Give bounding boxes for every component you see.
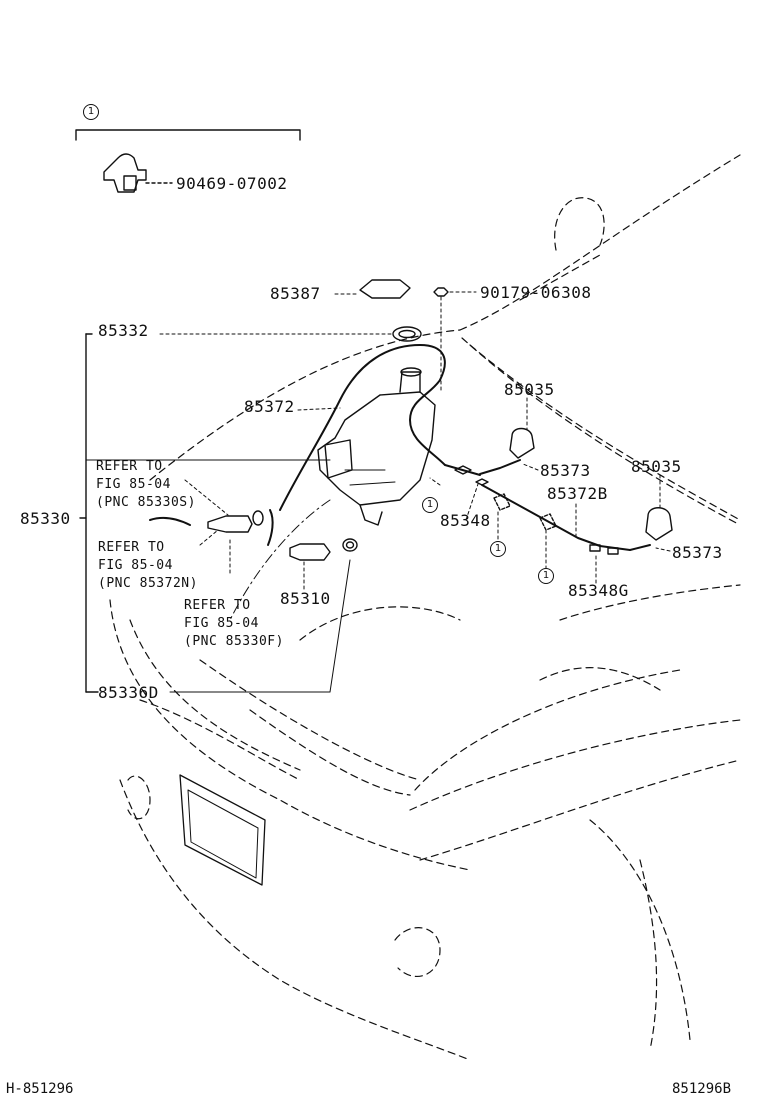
refer-note-2-line-1: REFER TO (98, 540, 165, 555)
refer-note-2-line-2: FIG 85-04 (98, 558, 173, 573)
washer-reservoir (317, 367, 436, 526)
figure-code-right: 851296B (672, 1081, 732, 1097)
part-number-85373-left: 85373 (540, 461, 591, 480)
refer-note-1-line-3: (PNC 85330S) (96, 495, 196, 510)
refer-note-1-line-2: FIG 85-04 (96, 477, 171, 492)
refer-note-2-line-3: (PNC 85372N) (98, 576, 198, 591)
part-number-90469-07002: 90469-07002 (176, 174, 288, 193)
legend-bracket (75, 129, 301, 141)
pump-85310 (289, 543, 331, 561)
part-number-85348G: 85348G (568, 581, 629, 600)
refer-note-3-line-1: REFER TO (184, 598, 251, 613)
clip-callout-a: 1 (422, 497, 438, 513)
bracket-85387 (359, 279, 411, 299)
refer-note-3-line-3: (PNC 85330F) (184, 634, 284, 649)
clip-callout-c: 1 (538, 568, 554, 584)
part-number-85035-left: 85035 (504, 380, 555, 399)
refer-note-1-line-1: REFER TO (96, 459, 163, 474)
part-number-90179-06308: 90179-06308 (480, 283, 592, 302)
part-number-85373-right: 85373 (672, 543, 723, 562)
part-number-85336D: 85336D (98, 683, 159, 702)
part-number-85035-right: 85035 (631, 457, 682, 476)
clip-callout-b: 1 (490, 541, 506, 557)
washer-pump (149, 510, 264, 533)
part-number-85372B: 85372B (547, 484, 608, 503)
part-number-85330: 85330 (20, 509, 71, 528)
part-number-85332: 85332 (98, 321, 149, 340)
part-number-85310: 85310 (280, 589, 331, 608)
part-number-85372: 85372 (244, 397, 295, 416)
part-number-85348: 85348 (440, 511, 491, 530)
vehicle-outline (109, 154, 741, 1061)
figure-code-left: H-851296 (6, 1081, 74, 1097)
legend-callout-1: 1 (83, 104, 99, 120)
refer-note-3-line-2: FIG 85-04 (184, 616, 259, 631)
clip-icon (103, 153, 147, 193)
part-number-85387: 85387 (270, 284, 321, 303)
